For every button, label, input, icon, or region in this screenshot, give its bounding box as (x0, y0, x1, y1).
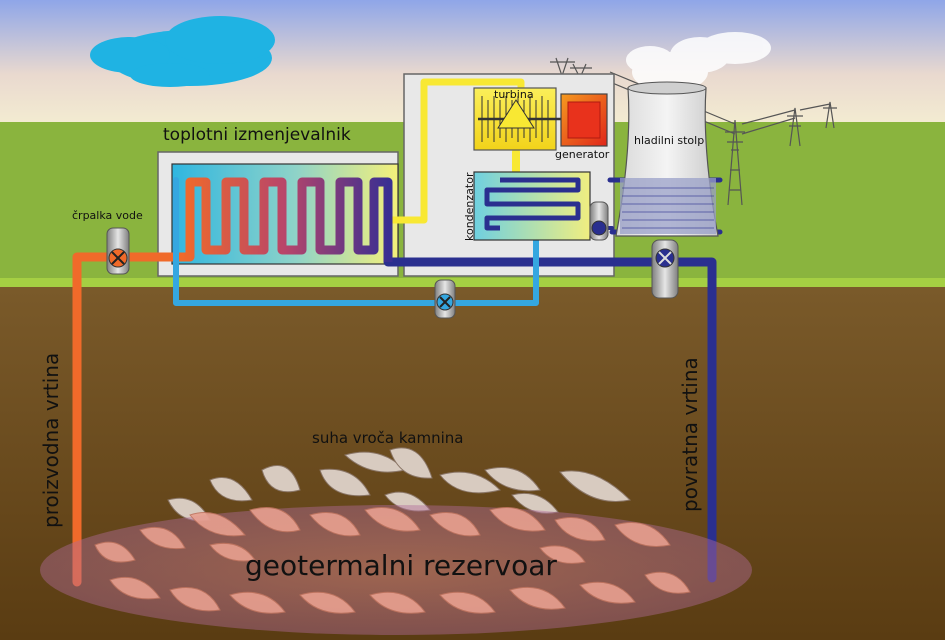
cooling-tower-label: hladilni stolp (634, 134, 704, 147)
production-well-pipe (72, 252, 187, 587)
cooling-tower-rim (627, 81, 707, 95)
condenser-coil (484, 177, 581, 231)
cooling-loop-pipe (173, 177, 539, 306)
cloud (90, 16, 275, 87)
turbine-blades (478, 96, 562, 142)
turbine-label: turbina (494, 88, 534, 101)
generator-label: generator (555, 148, 610, 161)
return-pump (651, 239, 679, 299)
return-well-label: povratna vrtina (678, 357, 702, 512)
tower-fill-lines (622, 187, 714, 229)
heat-exchanger-label: toplotni izmenjevalnik (163, 125, 351, 145)
water-pump-production (106, 227, 130, 275)
hot-dry-rock-label: suha vroča kamnina (312, 429, 464, 447)
cooling-loop-pump (434, 279, 456, 319)
production-well-label: proizvodna vrtina (39, 353, 63, 528)
return-well-pipe (383, 257, 717, 583)
reservoir-label: geotermalni rezervoar (245, 549, 557, 582)
heat-exchanger-coil (182, 177, 393, 262)
condenser-pump (589, 201, 609, 241)
steam-pipe (386, 78, 525, 224)
reservoir-rocks (94, 507, 691, 614)
tower-fill-media (620, 178, 716, 234)
grass-edge (0, 278, 945, 288)
condenser-label: kondenzator (463, 172, 476, 241)
water-pump-label: črpalka vode (72, 209, 143, 222)
generator-core (567, 101, 601, 139)
steam-plume (626, 32, 771, 92)
